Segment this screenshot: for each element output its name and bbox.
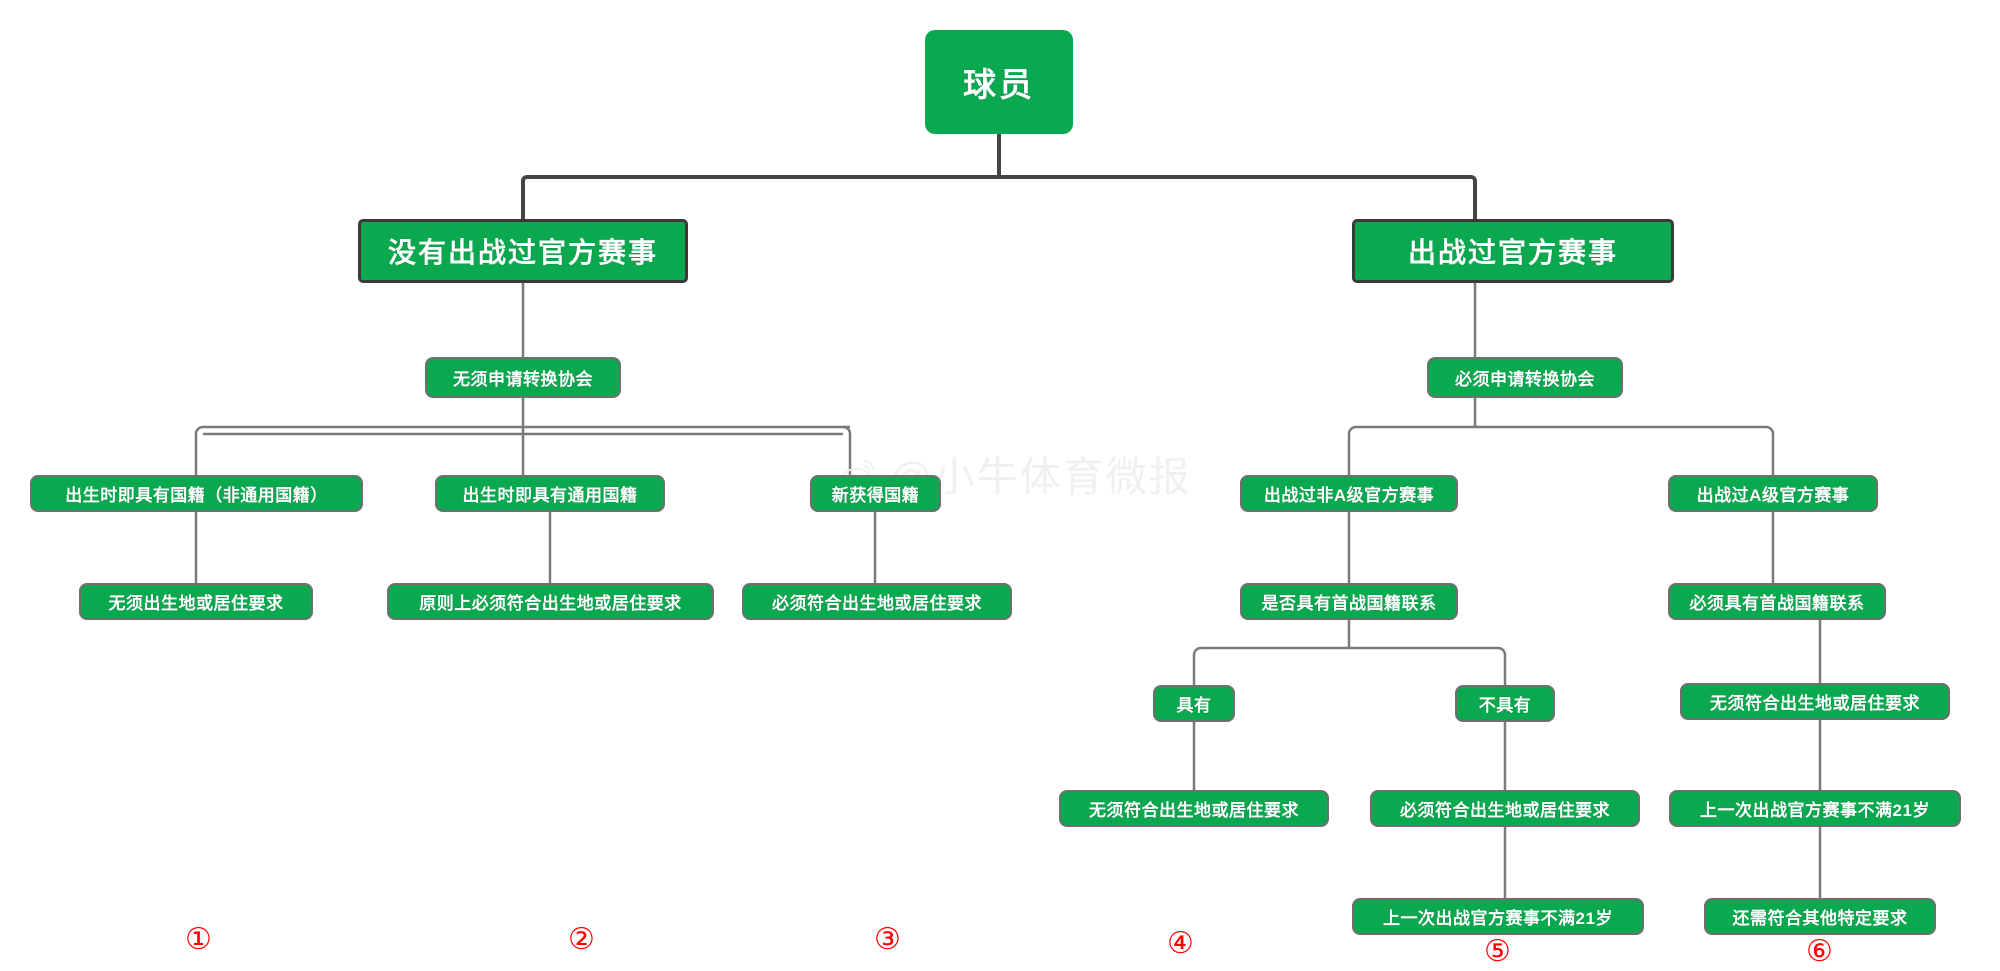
marker-1: ① (185, 923, 212, 956)
node-new-nationality[interactable]: 新获得国籍 (810, 475, 941, 512)
node-question-first-match-link-label: 是否具有首战国籍联系 (1261, 594, 1437, 613)
node-left-branch-label: 没有出战过官方赛事 (387, 237, 658, 268)
marker-4: ④ (1167, 927, 1194, 960)
node-req-no-birthplace-label: 无须出生地或居住要求 (108, 594, 284, 613)
node-right-apply-label: 必须申请转换协会 (1455, 370, 1595, 389)
node-req-must-birthplace-no[interactable]: 必须符合出生地或居住要求 (1370, 790, 1640, 827)
node-req-principle-birthplace[interactable]: 原则上必须符合出生地或居住要求 (387, 583, 714, 620)
node-req-must-birthplace-left[interactable]: 必须符合出生地或居住要求 (742, 583, 1012, 620)
node-req-no-birthplace-yes[interactable]: 无须符合出生地或居住要求 (1059, 790, 1329, 827)
node-root[interactable]: 球员 (925, 30, 1073, 134)
node-req-must-birthplace-left-label: 必须符合出生地或居住要求 (772, 594, 982, 613)
node-req-no-birthplace-a-level-label: 无须符合出生地或居住要求 (1710, 694, 1920, 713)
marker-3: ③ (874, 923, 901, 956)
node-answer-yes-label: 具有 (1176, 696, 1212, 715)
node-left-apply[interactable]: 无须申请转换协会 (425, 357, 621, 398)
node-left-apply-label: 无须申请转换协会 (453, 370, 593, 389)
marker-6: ⑥ (1806, 935, 1833, 968)
node-req-no-birthplace[interactable]: 无须出生地或居住要求 (79, 583, 313, 620)
node-answer-no-label: 不具有 (1478, 696, 1532, 715)
node-answer-no[interactable]: 不具有 (1455, 685, 1555, 722)
node-a-level-match[interactable]: 出战过A级官方赛事 (1668, 475, 1878, 512)
node-req-no-birthplace-yes-label: 无须符合出生地或居住要求 (1089, 801, 1299, 820)
node-must-have-first-match-link-label: 必须具有首战国籍联系 (1689, 594, 1865, 613)
node-req-under21-no-label: 上一次出战官方赛事不满21岁 (1383, 909, 1613, 928)
node-right-branch[interactable]: 出战过官方赛事 (1352, 219, 1674, 283)
node-non-a-level-match[interactable]: 出战过非A级官方赛事 (1240, 475, 1458, 512)
node-birth-nationality-non-common[interactable]: 出生时即具有国籍（非通用国籍） (30, 475, 363, 512)
node-right-apply[interactable]: 必须申请转换协会 (1427, 357, 1623, 398)
node-req-under21-no[interactable]: 上一次出战官方赛事不满21岁 (1352, 898, 1644, 935)
node-req-principle-birthplace-label: 原则上必须符合出生地或居住要求 (419, 594, 682, 613)
node-birth-nationality-non-common-label: 出生时即具有国籍（非通用国籍） (65, 486, 328, 505)
node-right-branch-label: 出战过官方赛事 (1407, 237, 1618, 268)
node-answer-yes[interactable]: 具有 (1153, 685, 1235, 722)
node-question-first-match-link[interactable]: 是否具有首战国籍联系 (1240, 583, 1458, 620)
node-req-under21-a-level[interactable]: 上一次出战官方赛事不满21岁 (1669, 790, 1961, 827)
node-req-must-birthplace-no-label: 必须符合出生地或居住要求 (1400, 801, 1610, 820)
marker-2: ② (568, 923, 595, 956)
node-req-no-birthplace-a-level[interactable]: 无须符合出生地或居住要求 (1680, 683, 1950, 720)
node-left-branch[interactable]: 没有出战过官方赛事 (358, 219, 688, 283)
node-new-nationality-label: 新获得国籍 (831, 486, 920, 505)
marker-5: ⑤ (1484, 935, 1511, 968)
node-req-other-conditions[interactable]: 还需符合其他特定要求 (1704, 898, 1936, 935)
node-must-have-first-match-link[interactable]: 必须具有首战国籍联系 (1668, 583, 1886, 620)
node-req-under21-a-level-label: 上一次出战官方赛事不满21岁 (1700, 801, 1930, 820)
node-a-level-match-label: 出战过A级官方赛事 (1696, 486, 1850, 505)
node-root-label: 球员 (963, 66, 1035, 103)
node-birth-nationality-common[interactable]: 出生时即具有通用国籍 (435, 475, 665, 512)
node-req-other-conditions-label: 还需符合其他特定要求 (1732, 909, 1908, 928)
node-birth-nationality-common-label: 出生时即具有通用国籍 (462, 486, 638, 505)
node-non-a-level-match-label: 出战过非A级官方赛事 (1263, 486, 1435, 505)
